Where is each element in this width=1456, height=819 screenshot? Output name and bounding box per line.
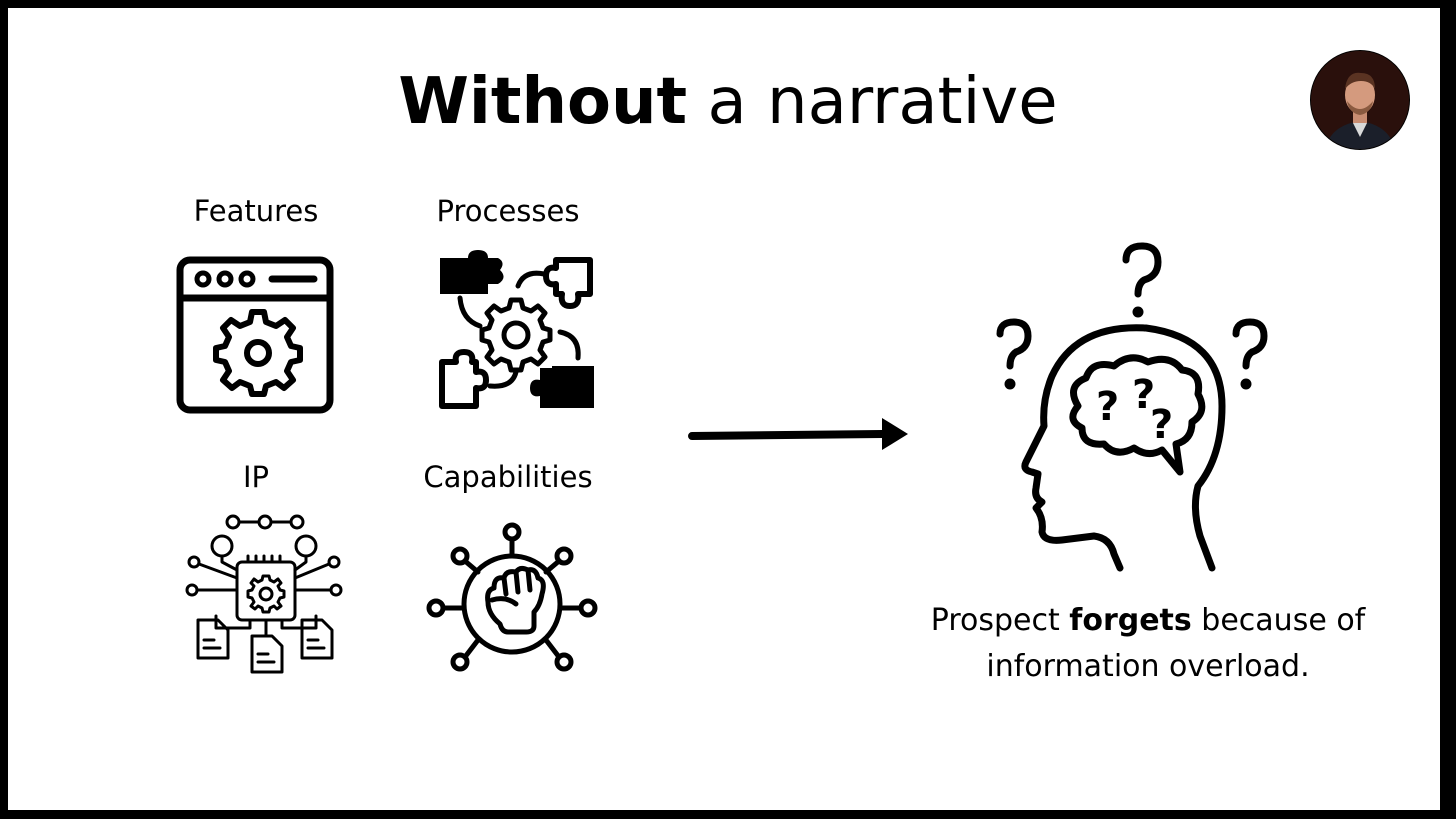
chip-documents-icon [185, 514, 343, 674]
slide-title: Without a narrative [0, 64, 1456, 140]
puzzle-gear-icon [439, 250, 594, 409]
svg-text:?: ? [1132, 372, 1155, 418]
caption-bold: forgets [1069, 603, 1192, 638]
item-label-processes: Processes [436, 194, 580, 228]
caption-post: because of information overload. [986, 603, 1366, 684]
slide: Without a narrative Features Processes [8, 8, 1440, 810]
outcome-caption: Prospect forgets because of information … [908, 598, 1388, 690]
head-questions-icon: ? ? ? [996, 242, 1268, 572]
fist-network-icon [426, 522, 598, 672]
title-bold: Without [398, 65, 688, 139]
arrow-right-icon [688, 418, 908, 450]
item-label-capabilities: Capabilities [423, 460, 593, 494]
item-label-features: Features [193, 194, 319, 228]
title-rest: a narrative [687, 65, 1058, 139]
browser-gear-icon [176, 256, 334, 414]
svg-text:?: ? [1150, 402, 1173, 448]
presenter-avatar [1310, 50, 1410, 150]
svg-text:?: ? [1096, 384, 1119, 430]
caption-pre: Prospect [930, 603, 1070, 638]
item-label-ip: IP [242, 460, 270, 494]
